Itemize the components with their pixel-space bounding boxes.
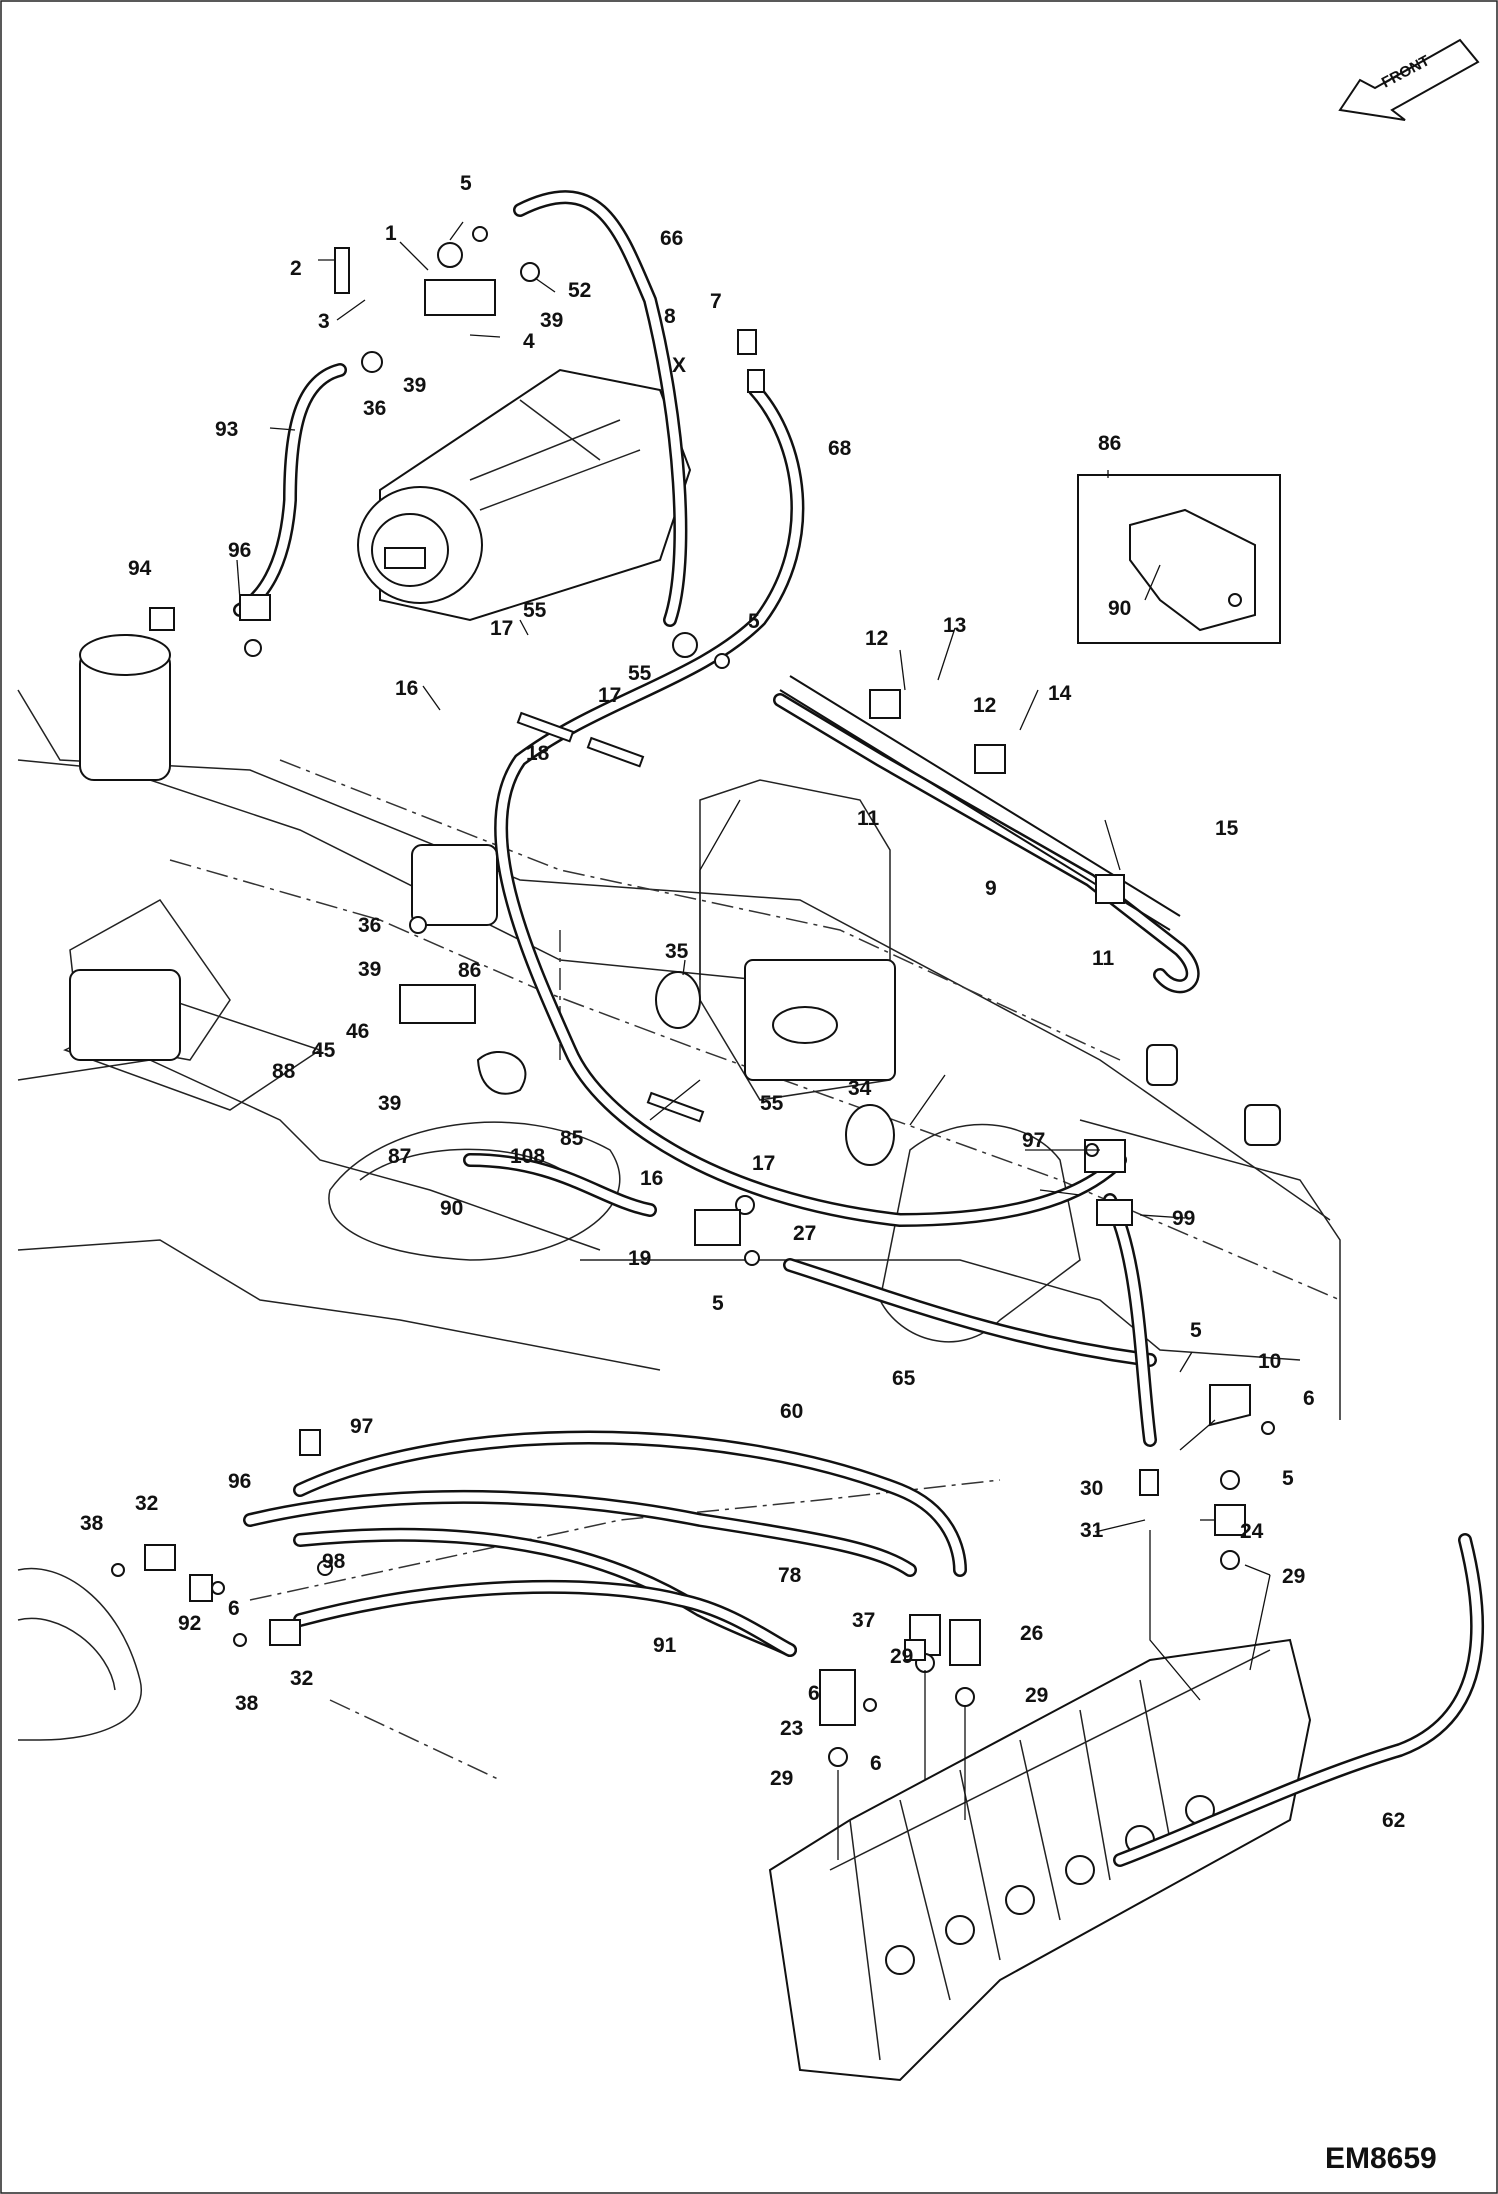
callout: 6 xyxy=(1303,1387,1315,1410)
callout: 5 xyxy=(1190,1319,1202,1342)
callout: 5 xyxy=(748,610,760,633)
callout: 32 xyxy=(135,1492,158,1515)
callout: 39 xyxy=(358,958,381,981)
callout: 85 xyxy=(560,1127,584,1150)
callout: 30 xyxy=(1080,1477,1103,1500)
callout: 90 xyxy=(440,1197,463,1220)
callout: 86 xyxy=(458,959,481,982)
callout: 86 xyxy=(1098,432,1121,455)
hydraulic-pump xyxy=(357,368,692,622)
callout-labels: 1 2 3 4 5 5 5 5 5 6 6 6 6 7 8 9 10 11 11… xyxy=(80,172,1405,1832)
callout: 17 xyxy=(490,617,513,640)
chassis-frame xyxy=(17,689,1341,1781)
front-arrow: FRONT xyxy=(1338,38,1480,121)
callout: 17 xyxy=(598,684,621,707)
callout: 65 xyxy=(892,1367,916,1390)
callout: 97 xyxy=(350,1415,373,1438)
callout: 38 xyxy=(80,1512,104,1535)
callout: 24 xyxy=(1240,1520,1264,1543)
callout: 38 xyxy=(235,1692,259,1715)
callout: 108 xyxy=(510,1145,545,1168)
callout: 62 xyxy=(1382,1809,1405,1832)
callout: 78 xyxy=(778,1564,802,1587)
callout: 12 xyxy=(973,694,996,717)
callout: 12 xyxy=(865,627,888,650)
callout: 55 xyxy=(523,599,547,622)
callout: 3 xyxy=(318,310,330,333)
callout: 36 xyxy=(363,397,386,420)
callout: 8 xyxy=(664,305,676,328)
callout: 13 xyxy=(943,614,966,637)
callout: 10 xyxy=(1258,1350,1281,1373)
callout: 94 xyxy=(128,557,152,580)
callout: 15 xyxy=(1215,817,1239,840)
callout: 31 xyxy=(1080,1519,1104,1542)
callout: 32 xyxy=(290,1667,313,1690)
callout: 55 xyxy=(628,662,652,685)
callout: 19 xyxy=(628,1247,651,1270)
callout: 2 xyxy=(290,257,302,280)
callout: 96 xyxy=(228,1470,251,1493)
callout: 5 xyxy=(460,172,472,195)
callout: 5 xyxy=(712,1292,724,1315)
callout: 97 xyxy=(1022,1129,1045,1152)
callout: 4 xyxy=(523,330,535,353)
callout: 16 xyxy=(640,1167,663,1190)
callout: 93 xyxy=(215,418,238,441)
callout: 37 xyxy=(852,1609,875,1632)
callout: 7 xyxy=(710,290,722,313)
callout: 34 xyxy=(848,1077,872,1100)
callout: 29 xyxy=(770,1767,793,1790)
callout: 16 xyxy=(395,677,418,700)
callout: 39 xyxy=(403,374,426,397)
callout: 92 xyxy=(178,1612,201,1635)
callout: 52 xyxy=(568,279,591,302)
callout: 39 xyxy=(540,309,563,332)
callout: 18 xyxy=(526,742,550,765)
callout: 5 xyxy=(1282,1467,1294,1490)
callout: 35 xyxy=(665,940,689,963)
callout: 11 xyxy=(1092,947,1115,970)
callout: 29 xyxy=(1282,1565,1305,1588)
mounting-blocks xyxy=(69,634,1281,1146)
callout: 9 xyxy=(985,877,997,900)
callout: 26 xyxy=(1020,1622,1043,1645)
callout: 11 xyxy=(857,807,880,830)
callout: 27 xyxy=(793,1222,816,1245)
main-control-valve xyxy=(768,1638,1312,2082)
callout: 99 xyxy=(1172,1207,1195,1230)
inset-box-86 xyxy=(1077,474,1281,644)
callout: 1 xyxy=(385,222,397,245)
callout: 88 xyxy=(272,1060,296,1083)
callout: 66 xyxy=(660,227,683,250)
callout: 14 xyxy=(1048,682,1072,705)
callout: 6 xyxy=(228,1597,240,1620)
callout: 55 xyxy=(760,1092,784,1115)
callout: 96 xyxy=(228,539,251,562)
callout: 6 xyxy=(808,1682,820,1705)
callout: 68 xyxy=(828,437,852,460)
callout: 45 xyxy=(312,1039,336,1062)
fittings xyxy=(111,226,1275,1767)
callout: 6 xyxy=(870,1752,882,1775)
callout: 91 xyxy=(653,1634,677,1657)
callout: 87 xyxy=(388,1145,411,1168)
callout: 39 xyxy=(378,1092,401,1115)
x-marker: X xyxy=(672,354,686,377)
callout: 36 xyxy=(358,914,381,937)
callout: 17 xyxy=(752,1152,775,1175)
callout: 60 xyxy=(780,1400,803,1423)
callout: 29 xyxy=(890,1645,913,1668)
callout: 90 xyxy=(1108,597,1131,620)
callout: 23 xyxy=(780,1717,803,1740)
leader-lines xyxy=(236,221,1271,1860)
callout: 98 xyxy=(322,1550,346,1573)
drawing-code: EM8659 xyxy=(1325,2142,1437,2175)
callout: 29 xyxy=(1025,1684,1048,1707)
callout: 46 xyxy=(346,1020,369,1043)
